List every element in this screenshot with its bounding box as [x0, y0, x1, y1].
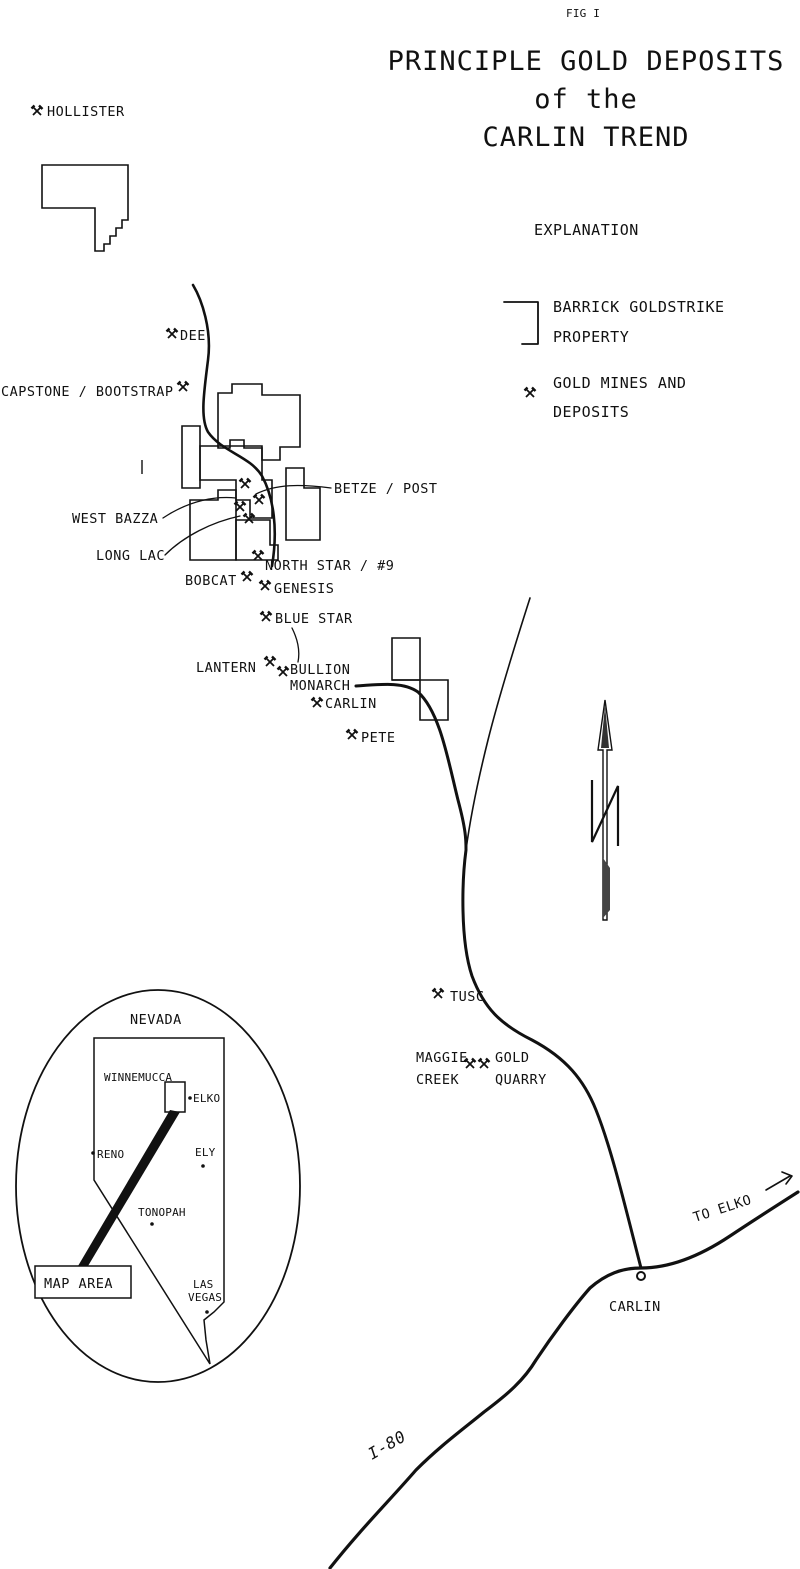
interstate-80 [328, 1190, 800, 1569]
mine-icon-north-star [251, 549, 265, 562]
leader-betze [255, 484, 332, 495]
leader-long-lac [164, 515, 241, 556]
pick-shovel-icon [523, 386, 537, 399]
property-outline-hollister [41, 164, 129, 252]
label-monarch: MONARCH [290, 678, 350, 694]
mine-icon-carlin-mine [310, 696, 324, 709]
mine-icon-pete [345, 728, 359, 741]
legend-mines-line1: GOLD MINES AND [553, 374, 686, 392]
elko-arrow [765, 1171, 793, 1191]
dot-las-vegas [205, 1310, 209, 1314]
label-gold-quarry-2: QUARRY [495, 1072, 547, 1088]
road-to-carlin [354, 682, 643, 1270]
carlin-town-marker [636, 1271, 646, 1281]
mine-icon-lantern [263, 655, 277, 668]
dot-tonopah [150, 1222, 154, 1226]
label-tusc: TUSC [450, 989, 485, 1005]
road-north-east [465, 597, 531, 851]
nevada-inset: NEVADA WINNEMUCCA ELKO RENO ELY TONOPAH … [15, 989, 301, 1383]
mine-icon-tusc [431, 987, 445, 1000]
label-capstone: CAPSTONE / BOOTSTRAP [1, 384, 174, 400]
label-hollister: HOLLISTER [47, 104, 125, 120]
map-area-pointer [78, 1110, 180, 1266]
inset-las-2: VEGAS [188, 1291, 222, 1304]
dot-reno [91, 1151, 95, 1155]
figure-label: FIG I [566, 7, 600, 20]
label-carlin-town: CARLIN [609, 1299, 661, 1315]
mine-icon-bobcat [240, 570, 254, 583]
haul-road [191, 283, 277, 568]
label-maggie-creek-2: CREEK [416, 1072, 460, 1088]
inset-map-area: MAP AREA [44, 1276, 113, 1292]
label-long-lac: LONG LAC [96, 548, 165, 564]
north-arrow-icon [590, 699, 620, 921]
label-lantern: LANTERN [196, 660, 256, 676]
inset-tonopah: TONOPAH [138, 1206, 186, 1219]
label-west-bazza: WEST BAZZA [72, 511, 158, 527]
map-title-line3: CARLIN TREND [482, 122, 689, 153]
legend-property-line2: PROPERTY [553, 328, 629, 346]
map-area-label-box [34, 1265, 132, 1299]
label-genesis: GENESIS [274, 581, 334, 597]
legend-heading: EXPLANATION [534, 221, 639, 239]
leader-blue-star [291, 627, 300, 663]
label-dee: DEE [180, 328, 206, 344]
label-bobcat: BOBCAT [185, 573, 237, 589]
label-interstate: I-80 [365, 1427, 410, 1464]
inset-ely: ELY [195, 1146, 216, 1159]
mine-icon-capstone [176, 380, 190, 393]
legend-mines-line2: DEPOSITS [553, 403, 629, 421]
nevada-outline [93, 1037, 225, 1365]
mine-icon-dee [165, 327, 179, 340]
mine-icon-genesis [258, 579, 272, 592]
inset-elko: ELKO [193, 1092, 220, 1105]
label-north-star: NORTH STAR / #9 [265, 558, 394, 574]
mine-icon-cluster-1 [238, 477, 252, 490]
inset-circle [15, 989, 301, 1383]
dot-ely [201, 1164, 205, 1168]
map-legend: EXPLANATION BARRICK GOLDSTRIKE PROPERTY … [503, 221, 725, 421]
map-title-line1: PRINCIPLE GOLD DEPOSITS [388, 46, 785, 77]
map-title-line2: of the [534, 84, 638, 115]
label-bullion: BULLION [290, 662, 350, 678]
dot-elko [188, 1096, 192, 1100]
inset-title: NEVADA [130, 1012, 182, 1028]
label-to-elko: TO ELKO [691, 1192, 753, 1226]
legend-property-line1: BARRICK GOLDSTRIKE [553, 298, 725, 316]
label-betze: BETZE / POST [334, 481, 438, 497]
inset-reno: RENO [97, 1148, 124, 1161]
mine-icon-gold-quarry [477, 1057, 491, 1070]
label-maggie-creek-1: MAGGIE [416, 1050, 468, 1066]
inset-las-1: LAS [193, 1278, 213, 1291]
label-carlin-mine: CARLIN [325, 696, 377, 712]
label-blue-star: BLUE STAR [275, 611, 353, 627]
label-pete: PETE [361, 730, 396, 746]
property-symbol [503, 301, 539, 345]
leader-west-bazza [162, 496, 237, 519]
mine-icon-hollister [30, 104, 44, 117]
mine-icon-bullion [276, 665, 290, 678]
inset-winnemucca: WINNEMUCCA [104, 1071, 172, 1084]
label-gold-quarry-1: GOLD [495, 1050, 530, 1066]
mine-icon-blue-star [259, 610, 273, 623]
mine-icon-cluster-2 [252, 493, 266, 506]
map-area-box [164, 1081, 186, 1113]
